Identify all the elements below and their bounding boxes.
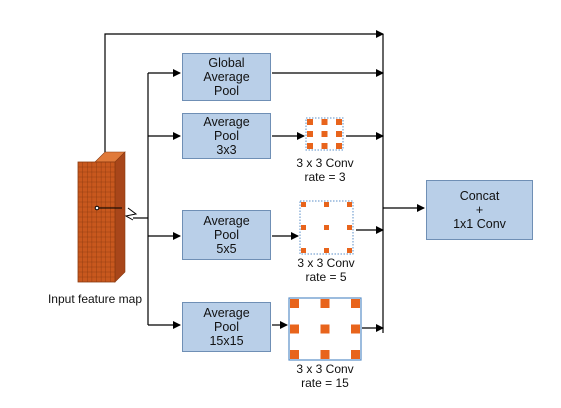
average-pool-5x5-box: Average Pool 5x5 (182, 210, 271, 260)
input-feature-map-label: Input feature map (47, 292, 143, 306)
kernel-dot (290, 324, 299, 334)
kernel-dot (324, 248, 329, 253)
kernel-dot (336, 131, 342, 137)
kernel-dot (321, 131, 328, 137)
kernel-dot (301, 225, 306, 230)
kernel-dot (324, 202, 329, 207)
kernel-dot (301, 248, 306, 253)
dilated-kernel-rate-5-icon (299, 200, 354, 255)
conv-rate-5-label: 3 x 3 Conv rate = 5 (297, 256, 355, 284)
kernel-dot (321, 119, 328, 125)
conv-rate-15-label: 3 x 3 Conv rate = 15 (296, 362, 354, 390)
kernel-dot (347, 248, 352, 253)
kernel-dot (307, 143, 313, 149)
kernel-dot (347, 202, 352, 207)
kernel-dot (321, 143, 328, 149)
dilated-kernel-rate-3-icon (305, 117, 344, 151)
kernel-dot (320, 324, 330, 334)
skip-connection-arrow (104, 30, 384, 152)
average-pool-3x3-box: Average Pool 3x3 (182, 113, 271, 159)
kernel-dot (307, 119, 313, 125)
kernel-dot (351, 350, 360, 359)
dilated-kernel-rate-15-icon (288, 297, 362, 361)
kernel-dot (351, 324, 360, 334)
pixel-pointer-icon (94, 205, 138, 221)
conv-rate-3-label: 3 x 3 Conv rate = 3 (296, 156, 354, 184)
input-feature-map-icon (77, 151, 126, 283)
kernel-dot (290, 350, 299, 359)
kernel-dot (347, 225, 352, 230)
kernel-dot (307, 131, 313, 137)
concat-conv-box: Concat + 1x1 Conv (426, 180, 533, 240)
global-average-pool-box: Global Average Pool (182, 53, 271, 101)
kernel-dot (336, 119, 342, 125)
kernel-dot (290, 299, 299, 308)
kernel-dot (301, 202, 306, 207)
kernel-dot (324, 225, 329, 230)
average-pool-15x15-box: Average Pool 15x15 (182, 302, 271, 352)
kernel-dot (336, 143, 342, 149)
kernel-dot (320, 350, 330, 359)
kernel-dot (351, 299, 360, 308)
kernel-dot (320, 299, 330, 308)
